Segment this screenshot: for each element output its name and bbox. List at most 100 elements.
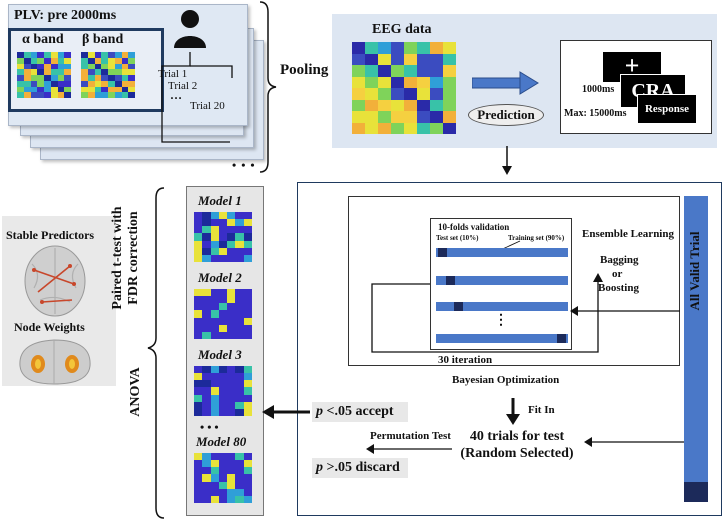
heatmap-cell bbox=[227, 380, 236, 388]
permutation-arrow bbox=[366, 444, 452, 454]
heatmap-cell bbox=[235, 366, 244, 374]
heatmap-cell bbox=[121, 69, 129, 75]
heatmap-cell bbox=[243, 460, 252, 468]
beta-band-heatmap bbox=[81, 52, 135, 98]
heatmap-cell bbox=[194, 495, 203, 503]
heatmap-cell bbox=[87, 63, 95, 70]
heatmap-cell bbox=[194, 233, 203, 241]
discard-box: p >.05 discard bbox=[312, 458, 408, 478]
heatmap-cell bbox=[101, 63, 108, 70]
trial-dots: … bbox=[170, 88, 182, 102]
heatmap-cell bbox=[57, 75, 65, 81]
heatmap-cell bbox=[227, 240, 236, 248]
heatmap-cell bbox=[202, 488, 211, 496]
heatmap-cell bbox=[81, 63, 88, 70]
heatmap-cell bbox=[218, 317, 228, 325]
heatmap-cell bbox=[352, 65, 365, 77]
model-1-label: Model 1 bbox=[198, 193, 242, 208]
heatmap-cell bbox=[404, 76, 417, 88]
all-valid-trial-bar bbox=[684, 196, 708, 502]
heatmap-cell bbox=[194, 380, 203, 388]
heatmap-cell bbox=[30, 63, 38, 70]
heatmap-cell bbox=[202, 408, 211, 416]
heatmap-cell bbox=[391, 88, 404, 100]
heatmap-cell bbox=[194, 387, 203, 395]
heatmap-cell bbox=[121, 86, 129, 93]
heatmap-cell bbox=[352, 99, 365, 111]
heatmap-cell bbox=[210, 289, 219, 297]
heatmap-cell bbox=[243, 401, 252, 409]
heatmap-cell bbox=[57, 57, 65, 64]
heatmap-cell bbox=[243, 317, 252, 325]
heatmap-cell bbox=[23, 52, 31, 58]
heatmap-cell bbox=[430, 88, 443, 100]
heatmap-cell bbox=[30, 69, 38, 75]
heatmap-cell bbox=[243, 488, 252, 496]
heatmap-cell bbox=[121, 52, 129, 58]
prediction-text: Prediction bbox=[477, 107, 535, 122]
heatmap-cell bbox=[404, 65, 417, 77]
response-screen: Response bbox=[637, 94, 697, 124]
heatmap-cell bbox=[352, 53, 365, 65]
heatmap-cell bbox=[57, 69, 65, 75]
heatmap-cell bbox=[194, 401, 203, 409]
heatmap-cell bbox=[218, 401, 228, 409]
heatmap-cell bbox=[227, 303, 236, 311]
forty-trials-line1: 40 trials for test bbox=[469, 429, 565, 444]
heatmap-cell bbox=[391, 53, 404, 65]
paired-t-line2: FDR correction bbox=[126, 211, 141, 305]
heatmap-cell bbox=[227, 481, 236, 489]
heatmap-cell bbox=[194, 324, 203, 332]
heatmap-cell bbox=[227, 212, 236, 220]
model-3-label: Model 3 bbox=[198, 347, 242, 362]
accept-text: <.05 accept bbox=[323, 404, 394, 419]
heatmap-cell bbox=[218, 366, 228, 374]
heatmap-cell bbox=[235, 387, 244, 395]
heatmap-cell bbox=[64, 69, 71, 75]
bagging-label: Bagging bbox=[600, 254, 639, 266]
heatmap-cell bbox=[391, 76, 404, 88]
eeg-heatmap bbox=[352, 42, 456, 134]
heatmap-cell bbox=[108, 75, 115, 81]
training-set-label: Training set (90%) bbox=[508, 234, 565, 242]
heatmap-cell bbox=[210, 212, 219, 220]
heatmap-cell bbox=[202, 289, 211, 297]
heatmap-cell bbox=[218, 380, 228, 388]
heatmap-cell bbox=[443, 111, 456, 123]
prediction-label: Prediction bbox=[468, 104, 544, 126]
heatmap-cell bbox=[235, 394, 244, 402]
heatmap-cell bbox=[235, 303, 244, 311]
heatmap-cell bbox=[210, 460, 219, 468]
heatmap-cell bbox=[218, 481, 228, 489]
heatmap-cell bbox=[417, 76, 430, 88]
response-text: Response bbox=[644, 103, 689, 115]
heatmap-cell bbox=[227, 408, 236, 416]
heatmap-cell bbox=[210, 240, 219, 248]
heatmap-cell bbox=[365, 65, 378, 77]
heatmap-cell bbox=[391, 111, 404, 123]
heatmap-cell bbox=[44, 52, 51, 58]
model-3-heatmap bbox=[194, 366, 252, 416]
heatmap-cell bbox=[243, 408, 252, 416]
heatmap-cell bbox=[443, 53, 456, 65]
heatmap-cell bbox=[210, 453, 219, 461]
eeg-down-arrow bbox=[502, 146, 512, 175]
heatmap-cell bbox=[81, 86, 88, 93]
fold-test-segment bbox=[454, 302, 463, 311]
trial-20-label: Trial 20 bbox=[190, 100, 225, 112]
paired-t-line1: Paired t-test with bbox=[110, 206, 125, 310]
heatmap-cell bbox=[30, 57, 38, 64]
heatmap-cell bbox=[108, 52, 115, 58]
heatmap-cell bbox=[218, 408, 228, 416]
heatmap-cell bbox=[378, 76, 391, 88]
heatmap-cell bbox=[378, 65, 391, 77]
heatmap-cell bbox=[194, 254, 203, 262]
iteration-loop-arrow bbox=[371, 273, 603, 353]
beta-band-label: β band bbox=[82, 32, 124, 47]
heatmap-cell bbox=[218, 488, 228, 496]
heatmap-cell bbox=[243, 331, 252, 339]
fit-in-label: Fit In bbox=[528, 404, 555, 416]
heatmap-cell bbox=[235, 495, 244, 503]
heatmap-cell bbox=[404, 122, 417, 134]
heatmap-cell bbox=[194, 303, 203, 311]
